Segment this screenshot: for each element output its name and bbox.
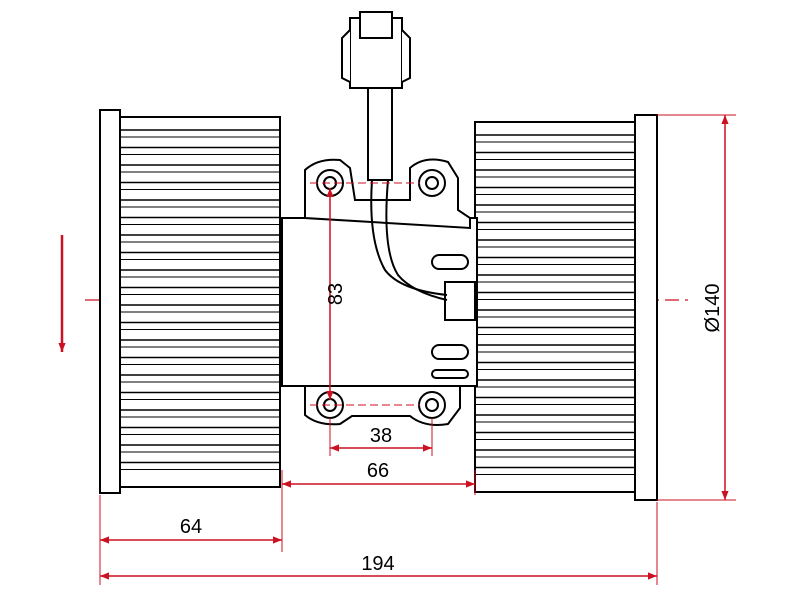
terminal-slot-upper	[431, 254, 469, 270]
mount-hole-bottom-right-inner	[425, 398, 439, 412]
left-fan-wheel	[99, 109, 281, 494]
dimension-total-length: 194	[100, 502, 658, 585]
dim-64-label: 64	[180, 516, 202, 538]
dim-83-label: 83	[325, 283, 347, 305]
dimension-motor-gap: 66	[281, 460, 476, 552]
connector-cap	[359, 11, 393, 39]
dim-66-label: 66	[367, 460, 389, 482]
right-fan-wheel	[474, 114, 658, 501]
left-wheel-blades	[120, 129, 280, 470]
dim-140-label: Ø140	[702, 284, 724, 333]
terminal-block	[444, 281, 476, 321]
dim-194-label: 194	[361, 553, 394, 575]
wire-right	[385, 179, 448, 301]
connector-latch-right	[401, 29, 411, 83]
terminal-slot-lower	[431, 369, 469, 379]
left-wheel-body	[119, 116, 281, 488]
motor-housing	[281, 158, 478, 426]
electrical-connector	[341, 11, 448, 301]
right-wheel-rim	[634, 114, 658, 501]
right-wheel-blades	[475, 134, 635, 475]
cable-sleeve	[367, 87, 393, 181]
dimension-wheel-width: 64	[99, 495, 282, 585]
dimension-diameter: Ø140	[657, 114, 736, 501]
mount-hole-top-right-inner	[425, 176, 439, 190]
left-wheel-rim	[99, 109, 121, 494]
dim-38-label: 38	[370, 425, 392, 447]
dimension-vertical-holes: 83	[310, 182, 420, 406]
right-wheel-body	[474, 121, 636, 493]
dimension-horizontal-holes: 38	[329, 418, 433, 456]
connector-latch-left	[341, 29, 351, 83]
terminal-slot-middle	[431, 344, 469, 360]
